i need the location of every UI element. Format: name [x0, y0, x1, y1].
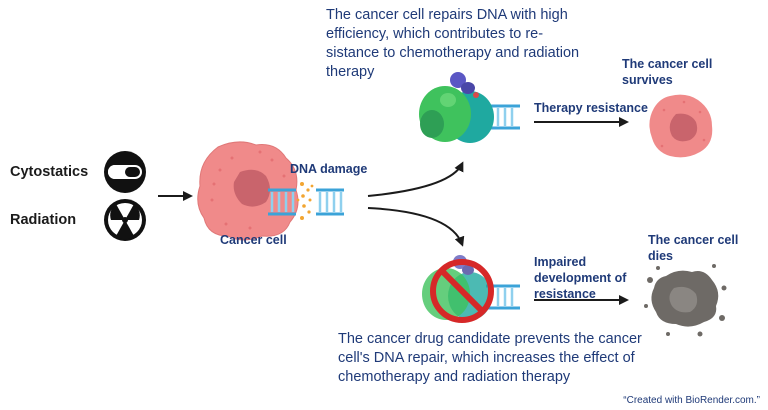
repair-protein-top: [419, 72, 520, 143]
dna-damage-label: DNA damage: [290, 162, 368, 176]
arrow-down-branch: [367, 207, 465, 247]
dying-cancer-cell: [644, 264, 727, 337]
cancer-cell-label: Cancer cell: [220, 233, 287, 247]
credit-text: “Created with BioRender.com.”: [623, 395, 760, 406]
impaired-resistance-label: Impaired development of resistance: [534, 255, 627, 301]
cytostatics-label: Cytostatics: [10, 164, 89, 180]
arrow-up-branch: [367, 161, 464, 197]
radiation-icon: [104, 199, 146, 241]
top-description: The cancer cell repairs DNA with high ef…: [326, 7, 580, 80]
pill-icon: [104, 151, 146, 193]
bottom-description: The cancer drug candidate prevents the c…: [338, 331, 642, 385]
dies-label: The cancer cell dies: [648, 233, 739, 263]
survives-label: The cancer cell survives: [622, 57, 713, 87]
therapy-resistance-label: Therapy resistance: [534, 101, 648, 115]
surviving-cancer-cell: [649, 94, 713, 158]
prohibition-icon: [430, 259, 494, 323]
radiation-label: Radiation: [10, 212, 77, 228]
damaged-dna: [268, 182, 344, 220]
